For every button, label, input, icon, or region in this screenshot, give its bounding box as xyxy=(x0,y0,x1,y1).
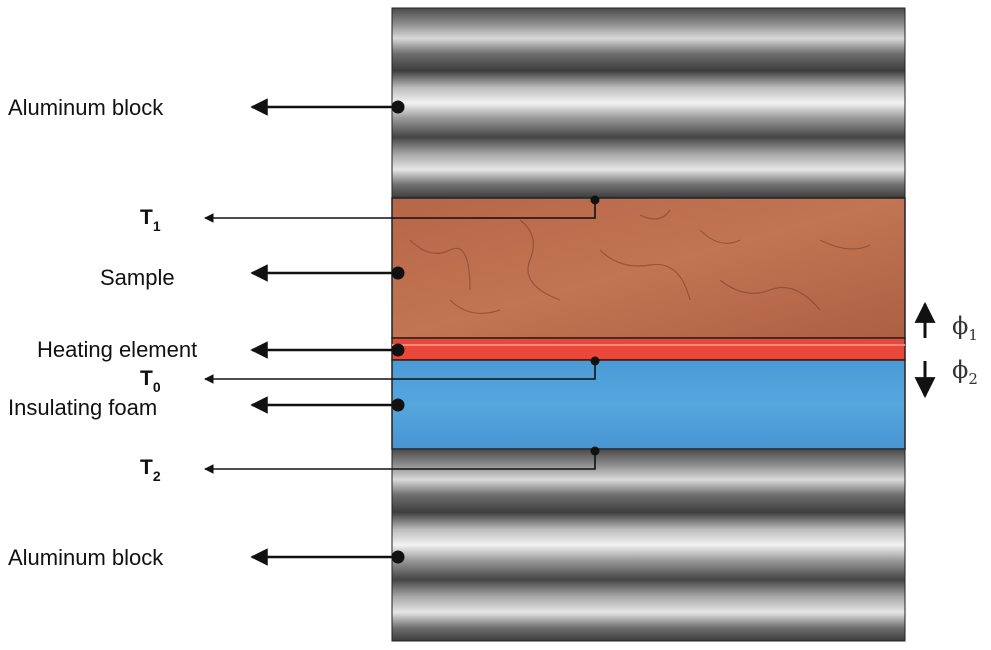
label-phi1: ϕ1 xyxy=(952,312,978,344)
label-heating-element: Heating element xyxy=(37,337,197,362)
pointer-dot-aluminum-bottom xyxy=(391,550,405,564)
pointer-dot-aluminum-top xyxy=(391,100,405,114)
insulating-foam-layer xyxy=(391,359,906,450)
heating-element-layer xyxy=(391,337,906,361)
label-aluminum-block-bottom: Aluminum block xyxy=(8,545,164,570)
label-insulating-foam: Insulating foam xyxy=(8,395,157,420)
probe-dot-t1 xyxy=(590,195,600,205)
label-t2: T2 xyxy=(140,456,161,484)
label-t0: T0 xyxy=(140,367,161,395)
sample-texture xyxy=(409,209,871,314)
pointer-dot-foam xyxy=(391,398,405,412)
pointer-dot-sample xyxy=(391,266,405,280)
probe-dot-t2 xyxy=(590,446,600,456)
sample-layer xyxy=(391,197,906,339)
label-t1: T1 xyxy=(140,206,161,234)
label-aluminum-block-top: Aluminum block xyxy=(8,95,164,120)
label-sample: Sample xyxy=(100,265,175,290)
pointer-dot-heating xyxy=(391,343,405,357)
aluminum-block-top xyxy=(391,7,906,199)
probe-dot-t0 xyxy=(590,356,600,366)
label-phi2: ϕ2 xyxy=(952,356,978,388)
aluminum-block-bottom xyxy=(391,448,906,642)
